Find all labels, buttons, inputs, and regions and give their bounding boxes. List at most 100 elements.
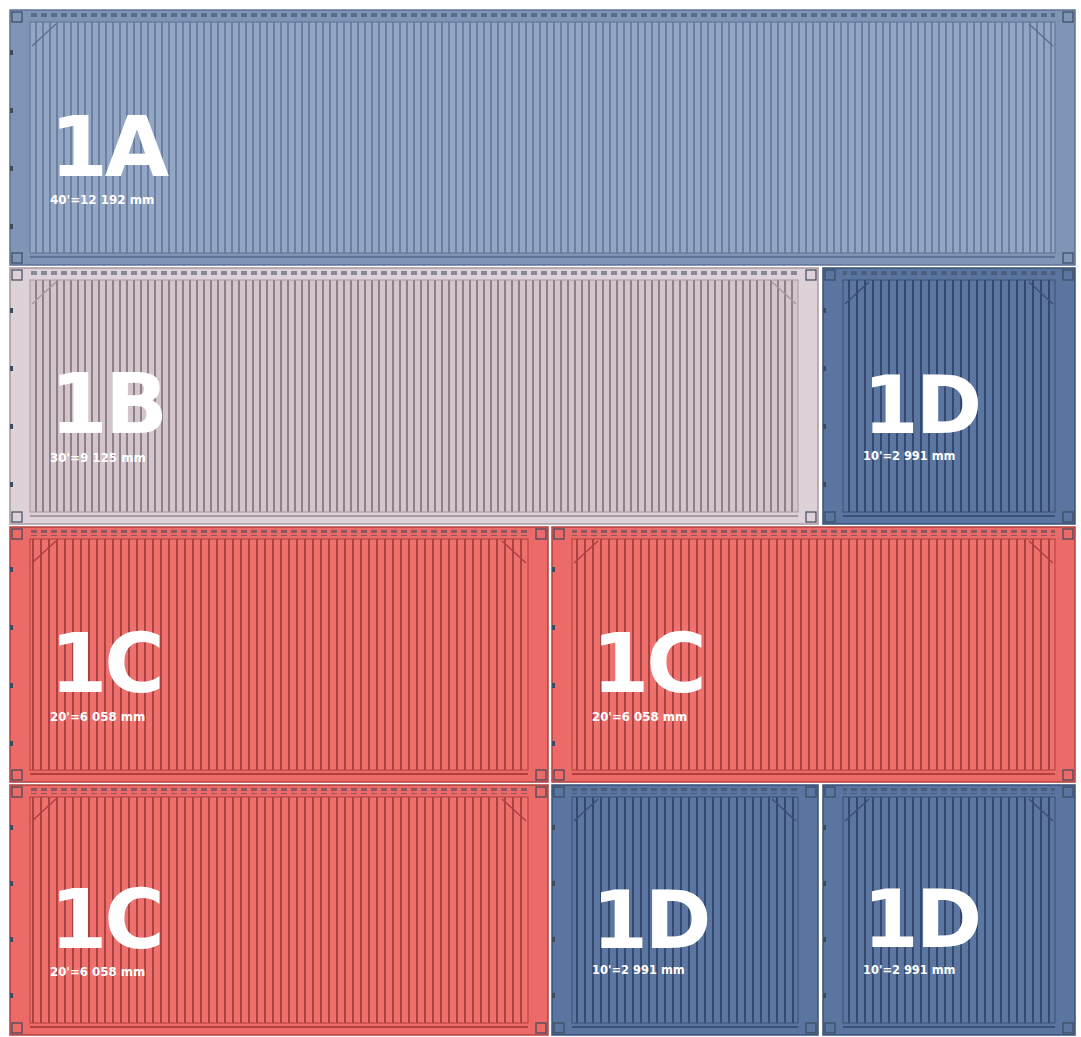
top-rail xyxy=(843,271,1055,277)
corner-casting xyxy=(825,1023,835,1033)
door-hinge xyxy=(552,625,555,630)
corner-brace xyxy=(32,24,56,46)
size-code: 1C xyxy=(592,623,1075,705)
bottom-rail xyxy=(30,256,1055,258)
door-hinge xyxy=(10,482,13,487)
size-code: 1A xyxy=(50,106,1075,189)
bottom-rail xyxy=(843,515,1055,517)
container-box: 1D10'=2 991 mm xyxy=(823,268,1075,524)
container-box: 1D10'=2 991 mm xyxy=(552,785,818,1035)
length-dimension: 20'=6 058 mm xyxy=(50,710,548,724)
size-code: 1C xyxy=(50,879,548,961)
bottom-rail xyxy=(572,1026,798,1028)
corner-casting xyxy=(825,787,835,797)
bottom-rail xyxy=(572,773,1055,775)
container-box: 1D10'=2 991 mm xyxy=(823,785,1075,1035)
length-dimension: 10'=2 991 mm xyxy=(863,964,1075,978)
corner-casting xyxy=(825,512,835,522)
corner-casting xyxy=(806,270,816,280)
corner-casting xyxy=(1063,787,1073,797)
corner-casting xyxy=(554,529,564,539)
corner-brace xyxy=(1029,799,1053,821)
corner-casting xyxy=(1063,1023,1073,1033)
bottom-rail xyxy=(30,1026,528,1028)
container-drawing xyxy=(552,785,818,1035)
door-hinge xyxy=(823,993,826,998)
container-drawing xyxy=(10,785,548,1035)
container-frame xyxy=(10,10,1075,265)
corner-casting xyxy=(1063,512,1073,522)
corner-casting xyxy=(1063,12,1073,22)
door-hinge xyxy=(552,881,555,886)
top-rail xyxy=(572,788,798,794)
length-dimension: 10'=2 991 mm xyxy=(863,450,1075,464)
door-hinge xyxy=(10,937,13,942)
corner-brace xyxy=(32,541,56,563)
corner-brace xyxy=(772,799,796,821)
door-hinge xyxy=(552,567,555,572)
corner-brace xyxy=(1029,541,1053,563)
corner-casting xyxy=(554,770,564,780)
bottom-rail xyxy=(30,773,528,775)
door-hinge xyxy=(823,825,826,830)
length-dimension: 40'=12 192 mm xyxy=(50,193,1075,207)
bottom-rail xyxy=(30,515,798,517)
container-drawing xyxy=(552,527,1075,782)
door-hinge xyxy=(10,741,13,746)
container-frame xyxy=(823,785,1075,1035)
corner-casting xyxy=(554,1023,564,1033)
top-rail xyxy=(30,13,1055,19)
corner-casting xyxy=(536,787,546,797)
container-frame xyxy=(823,268,1075,524)
door-hinge xyxy=(10,567,13,572)
corner-casting xyxy=(12,1023,22,1033)
door-hinge xyxy=(823,366,826,371)
door-hinge xyxy=(823,308,826,313)
door-hinge xyxy=(10,424,13,429)
length-dimension: 30'=9 125 mm xyxy=(50,451,818,465)
corner-casting xyxy=(806,787,816,797)
door-hinge xyxy=(10,224,13,229)
corner-casting xyxy=(536,770,546,780)
corner-brace xyxy=(845,799,869,821)
container-frame xyxy=(552,527,1075,782)
corner-casting xyxy=(806,512,816,522)
corner-casting xyxy=(12,770,22,780)
size-code: 1B xyxy=(50,364,818,447)
door-hinge xyxy=(10,366,13,371)
container-box: 1A 40'=12 192 mm xyxy=(10,10,1075,265)
container-drawing xyxy=(10,10,1075,265)
corner-casting xyxy=(12,787,22,797)
corner-casting xyxy=(1063,270,1073,280)
top-rail xyxy=(843,788,1055,794)
door-hinge xyxy=(823,881,826,886)
corner-brace xyxy=(502,541,526,563)
corner-brace xyxy=(502,799,526,821)
door-hinge xyxy=(10,683,13,688)
door-hinge xyxy=(10,166,13,171)
container-drawing xyxy=(10,527,548,782)
corner-casting xyxy=(825,270,835,280)
corner-casting xyxy=(12,529,22,539)
container-drawing xyxy=(823,268,1075,524)
container-drawing xyxy=(10,268,818,524)
door-hinge xyxy=(823,424,826,429)
door-hinge xyxy=(552,993,555,998)
container-frame xyxy=(552,785,818,1035)
door-hinge xyxy=(10,993,13,998)
corner-casting xyxy=(12,12,22,22)
size-code: 1D xyxy=(592,880,818,960)
door-hinge xyxy=(10,825,13,830)
container-box: 1C 20'=6 058 mm xyxy=(10,527,548,782)
door-hinge xyxy=(10,108,13,113)
corner-brace xyxy=(845,282,869,304)
container-box: 1B 30'=9 125 mm xyxy=(10,268,818,524)
corner-casting xyxy=(536,529,546,539)
container-frame xyxy=(10,785,548,1035)
container-frame xyxy=(10,527,548,782)
door-hinge xyxy=(552,937,555,942)
size-code: 1C xyxy=(50,623,548,705)
container-box: 1C20'=6 058 mm xyxy=(552,527,1075,782)
door-hinge xyxy=(10,50,13,55)
door-hinge xyxy=(823,937,826,942)
